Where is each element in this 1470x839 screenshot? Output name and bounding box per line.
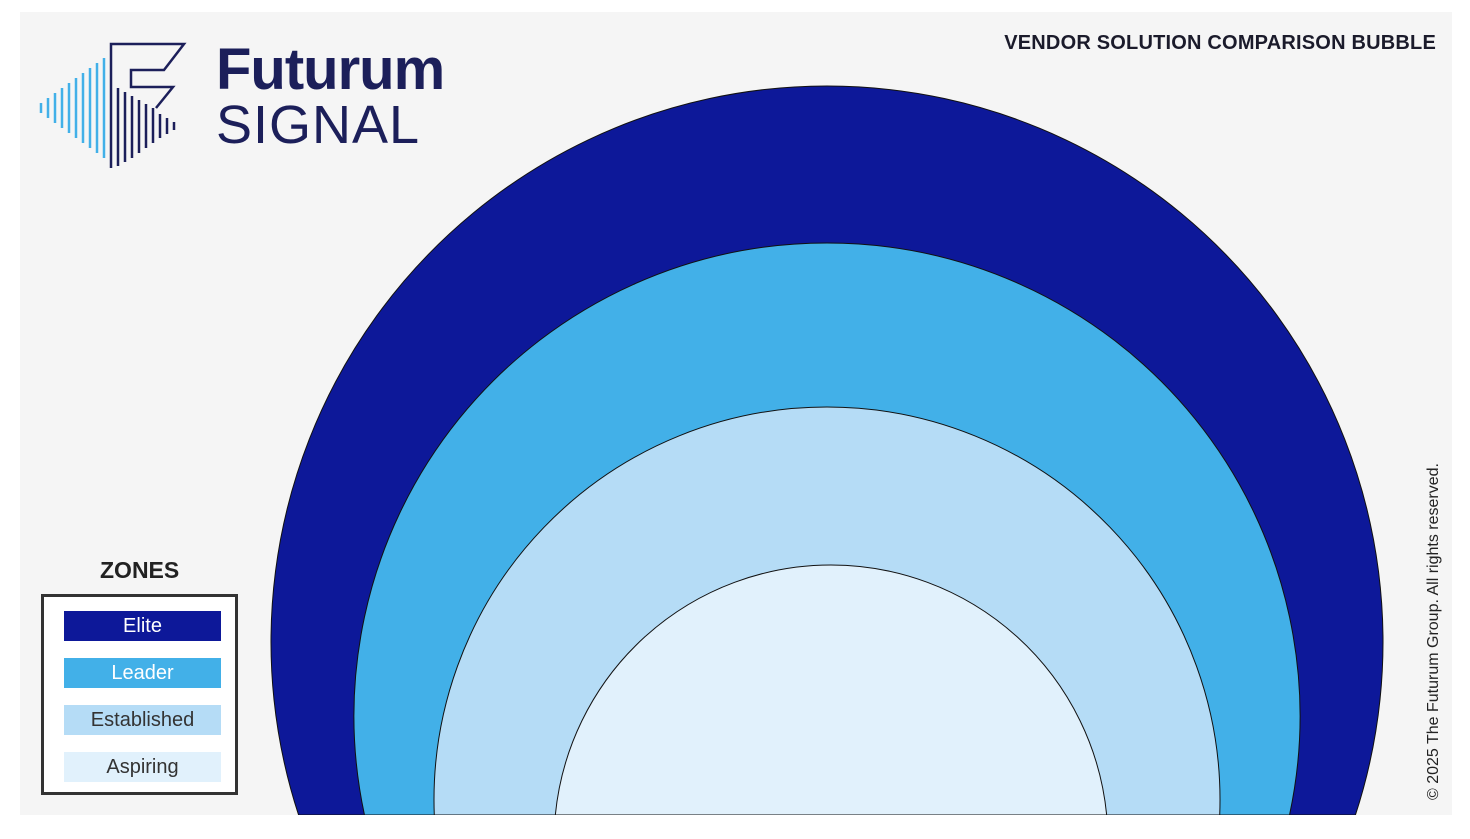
logo-futurum: Futurum: [216, 37, 445, 102]
logo-mark-icon: [39, 42, 187, 168]
logo-signal: SIGNAL: [216, 95, 421, 155]
legend-leader: Leader: [64, 658, 221, 688]
chart-panel: Futurum SIGNAL VENDOR SOLUTION COMPARISO…: [20, 12, 1452, 815]
legend-title: ZONES: [100, 557, 180, 583]
zones-legend: Elite Leader Established Aspiring: [41, 594, 238, 795]
page-title: VENDOR SOLUTION COMPARISON BUBBLE: [1004, 32, 1436, 54]
zone-aspiring-arc: [554, 564, 1108, 815]
copyright: © 2025 The Futurum Group. All rights res…: [1425, 463, 1442, 800]
legend-aspiring: Aspiring: [64, 752, 221, 782]
legend-established: Established: [64, 705, 221, 735]
zone-arcs: [270, 85, 1384, 815]
legend-elite: Elite: [64, 611, 221, 641]
futurum-signal-logo: Futurum SIGNAL: [38, 40, 445, 170]
